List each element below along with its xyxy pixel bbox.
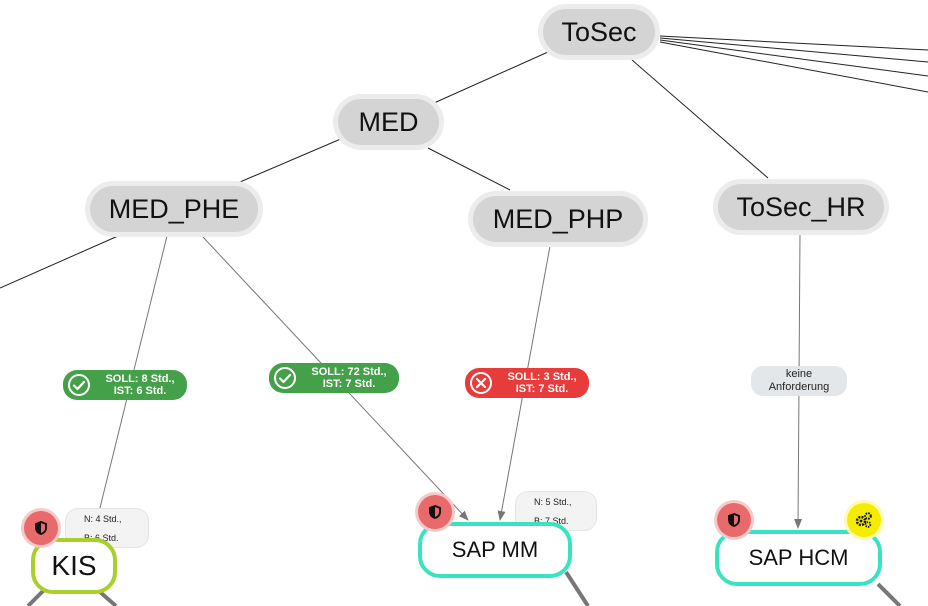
check-circle-icon bbox=[65, 371, 93, 399]
edge-tosec-offscreen-2 bbox=[659, 37, 928, 63]
node-med-phe[interactable]: MED_PHE bbox=[90, 186, 258, 232]
edge-sapmm-down bbox=[564, 570, 590, 606]
edge-tosec-offscreen-4 bbox=[659, 41, 928, 93]
node-med[interactable]: MED bbox=[338, 99, 439, 145]
edge-label-line1: SOLL: 72 Std., bbox=[311, 366, 387, 378]
edge-label-php-sapmm: SOLL: 3 Std.,IST: 7 Std. bbox=[465, 368, 589, 398]
shield-icon[interactable] bbox=[24, 511, 58, 545]
edge-saphcm-down bbox=[876, 582, 902, 606]
edge-label-line2: IST: 6 Std. bbox=[113, 385, 167, 397]
edge-tosec-tosechr bbox=[631, 59, 769, 179]
app-sap-mm[interactable]: SAP MM bbox=[418, 522, 572, 578]
check-circle-icon bbox=[271, 364, 299, 392]
edge-tosec-offscreen-3 bbox=[659, 39, 928, 77]
edge-med-medphe bbox=[239, 137, 344, 183]
hours-n: N: 5 Std., bbox=[534, 497, 572, 507]
gears-icon[interactable] bbox=[847, 503, 881, 537]
edge-label-line1: SOLL: 3 Std., bbox=[507, 371, 577, 383]
edge-label-line1: keine bbox=[785, 368, 813, 380]
edge-kis-down-right bbox=[98, 590, 118, 606]
edge-label-line2: Anforderung bbox=[768, 381, 830, 393]
app-sap-hcm[interactable]: SAP HCM bbox=[715, 530, 882, 586]
edge-label-line2: IST: 7 Std. bbox=[322, 378, 376, 390]
node-tosec-hr[interactable]: ToSec_HR bbox=[718, 184, 884, 230]
edge-tosec-offscreen-1 bbox=[659, 35, 928, 51]
node-tosec[interactable]: ToSec bbox=[543, 9, 655, 55]
hours-n: N: 4 Std., bbox=[84, 514, 122, 524]
node-med-php[interactable]: MED_PHP bbox=[473, 196, 643, 242]
edge-label-line1: SOLL: 8 Std., bbox=[105, 373, 175, 385]
x-circle-icon bbox=[467, 369, 495, 397]
shield-icon[interactable] bbox=[418, 495, 452, 529]
edge-label-phe-sapmm: SOLL: 72 Std.,IST: 7 Std. bbox=[269, 363, 399, 393]
hours-b: B: 7 Std. bbox=[534, 516, 569, 526]
shield-icon[interactable] bbox=[717, 503, 751, 537]
edge-medphe-offscreen bbox=[0, 235, 119, 289]
app-kis[interactable]: KIS bbox=[31, 538, 117, 594]
edge-kis-down-left bbox=[26, 588, 46, 606]
edge-tosec-med bbox=[433, 51, 549, 104]
edge-label-phe-kis: SOLL: 8 Std.,IST: 6 Std. bbox=[63, 370, 187, 400]
edge-label-line2: IST: 7 Std. bbox=[515, 383, 569, 395]
edge-med-medphp bbox=[427, 147, 511, 191]
